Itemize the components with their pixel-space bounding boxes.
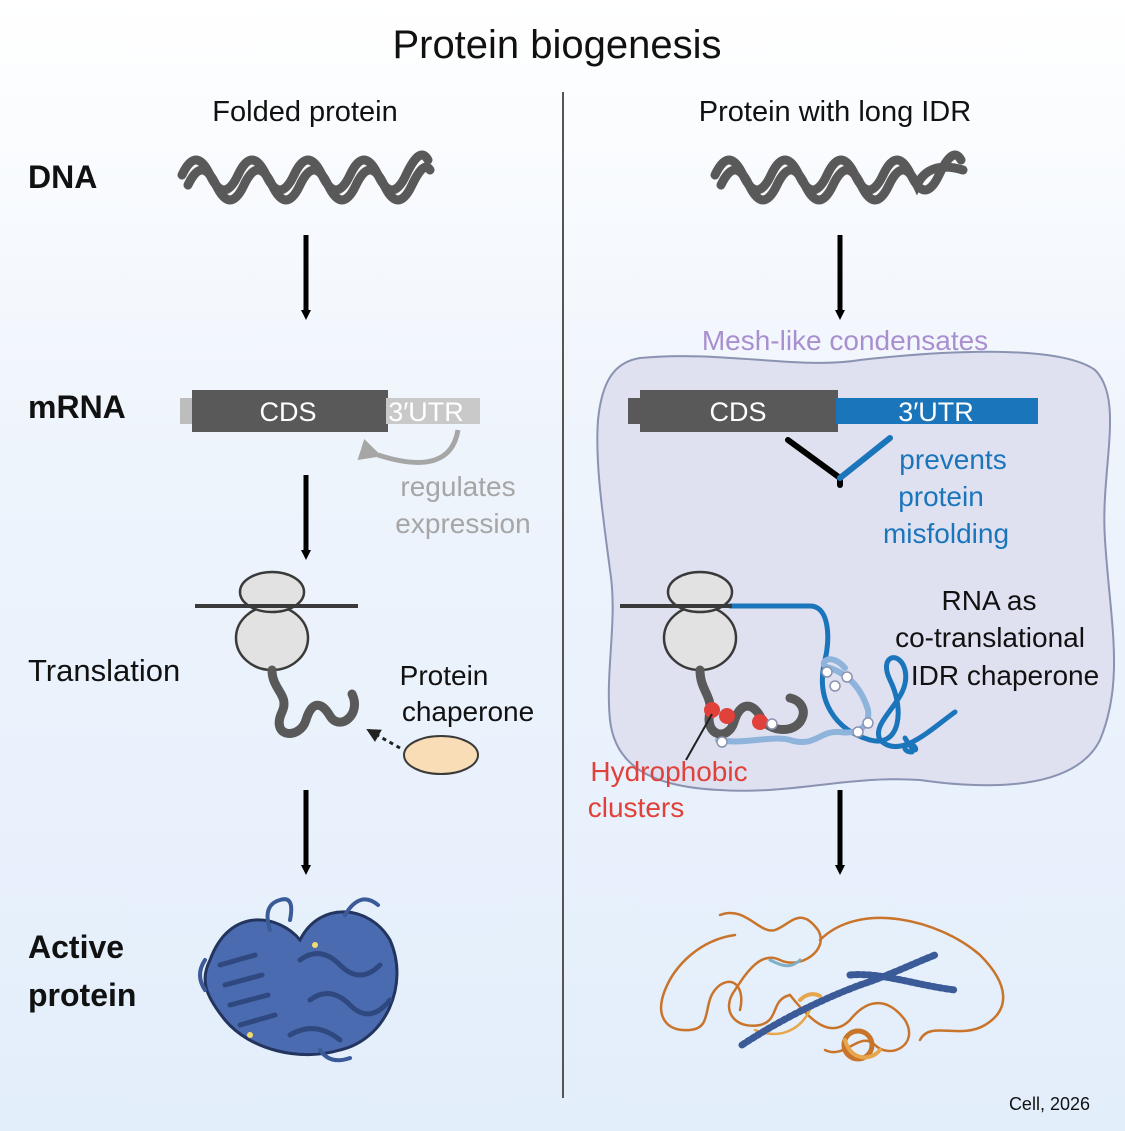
- dna-helix-left: [177, 150, 435, 205]
- y-inhibition-symbol: [785, 435, 893, 488]
- chaperone-label-line1: Protein: [400, 660, 489, 691]
- prevents-label-line2: protein: [898, 481, 984, 512]
- diagram-title: Protein biogenesis: [392, 23, 721, 67]
- regulates-label-line1: regulates: [400, 471, 515, 502]
- right-3utr-label: 3′UTR: [898, 397, 974, 427]
- rna-chaperone-label-line2: co-translational: [895, 622, 1085, 653]
- left-3utr-label: 3′UTR: [388, 397, 464, 427]
- idr-protein-structure: [659, 911, 1005, 1062]
- row-label-mrna: mRNA: [28, 389, 126, 425]
- hydrophobic-label-line2: clusters: [588, 792, 684, 823]
- right-mrna-3utr: [836, 398, 1038, 424]
- row-label-dna: DNA: [28, 159, 97, 195]
- right-ribosome: [662, 570, 738, 672]
- citation: Cell, 2026: [1009, 1094, 1090, 1114]
- dna-helix-right: [710, 150, 968, 205]
- chaperone-label-line2: chaperone: [402, 696, 534, 727]
- right-rna-loop: [902, 735, 919, 755]
- right-cds-label: CDS: [709, 397, 766, 427]
- row-label-active: Active: [28, 929, 124, 965]
- left-mrna-5-cap: [180, 398, 194, 424]
- row-label-translation: Translation: [28, 653, 180, 688]
- regulates-label-line2: expression: [395, 508, 530, 539]
- prevents-label-line1: prevents: [899, 444, 1006, 475]
- rna-chaperone-label-line3: IDR chaperone: [911, 660, 1099, 691]
- condensate-label: Mesh-like condensates: [702, 325, 988, 356]
- left-ribosome: [234, 570, 310, 672]
- left-cds-label: CDS: [259, 397, 316, 427]
- hydrophobic-label-line1: Hydrophobic: [590, 756, 747, 787]
- rna-contact-points: [716, 666, 874, 748]
- left-mrna-cds: [192, 390, 388, 432]
- right-mrna-cds: [640, 390, 838, 432]
- left-mrna-3utr: [386, 398, 480, 424]
- left-column-heading: Folded protein: [212, 96, 397, 128]
- mesh-like-condensate: [596, 350, 1115, 792]
- folded-protein-structure: [198, 897, 399, 1063]
- prevents-label-line3: misfolding: [883, 518, 1009, 549]
- right-column-heading: Protein with long IDR: [699, 96, 971, 128]
- rna-chaperone-label-line1: RNA as: [942, 585, 1037, 616]
- right-mrna-5-cap: [628, 398, 642, 424]
- hydrophobic-clusters: [704, 702, 768, 730]
- regulates-arrow: [357, 429, 461, 465]
- left-nascent-chain: [267, 665, 359, 738]
- protein-chaperone: [403, 735, 479, 775]
- row-label-protein: protein: [28, 977, 136, 1013]
- chaperone-arrow: [366, 728, 401, 750]
- hydrophobic-pointer: [685, 713, 713, 761]
